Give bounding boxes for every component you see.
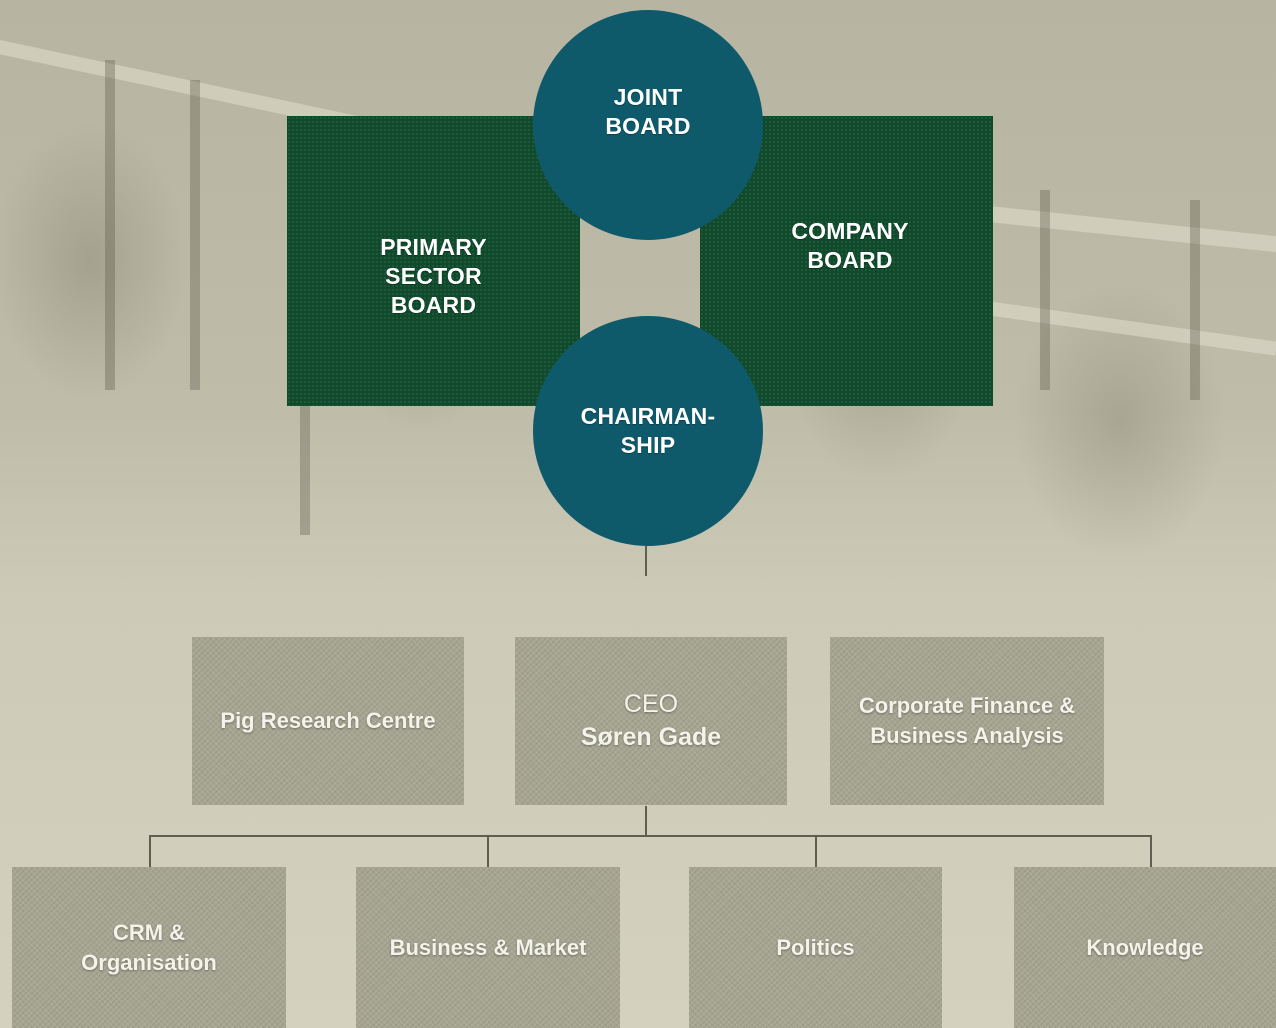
connector-line — [645, 806, 647, 836]
connector-line — [1150, 835, 1152, 867]
fence-post — [300, 395, 310, 535]
department-box: Business & Market — [356, 867, 620, 1028]
connector-line — [487, 835, 489, 867]
fence-post — [1190, 200, 1200, 400]
chairmanship-circle: CHAIRMAN- SHIP — [533, 316, 763, 546]
pig-research-centre-box: Pig Research Centre — [192, 637, 464, 805]
connector-line — [815, 835, 817, 867]
connector-line — [149, 835, 151, 867]
department-label: Business & Market — [389, 934, 587, 960]
connector-line — [149, 835, 1152, 837]
company-board-label: COMPANY BOARD — [791, 218, 909, 273]
corporate-finance-box: Corporate Finance & Business Analysis — [830, 637, 1104, 805]
department-label: Politics — [776, 934, 855, 960]
joint-board-label: JOINT BOARD — [605, 84, 691, 139]
ceo-name: Søren Gade — [580, 723, 722, 751]
department-label: Knowledge — [1086, 934, 1204, 960]
corporate-finance-label: Corporate Finance & Business Analysis — [858, 693, 1076, 748]
ceo-title: CEO — [623, 690, 679, 718]
primary-sector-board-box — [287, 116, 580, 406]
joint-board-circle: JOINT BOARD — [533, 10, 763, 240]
fence-rail — [978, 300, 1276, 356]
company-board-label-wrap: COMPANY BOARD — [700, 116, 1000, 406]
fence-post — [1040, 190, 1050, 390]
department-box: Knowledge — [1014, 867, 1276, 1028]
ceo-box: CEO Søren Gade — [515, 637, 787, 805]
fence-post — [105, 60, 115, 390]
department-box: Politics — [689, 867, 942, 1028]
primary-sector-board-label-wrap: PRIMARY SECTOR BOARD — [287, 116, 580, 436]
department-label: CRM & Organisation — [81, 919, 217, 975]
connector-line — [645, 546, 647, 576]
fence-rail — [978, 205, 1276, 253]
chairmanship-label: CHAIRMAN- SHIP — [580, 403, 716, 458]
primary-sector-board-label: PRIMARY SECTOR BOARD — [380, 233, 487, 318]
pig-research-centre-label: Pig Research Centre — [220, 708, 436, 733]
department-box: CRM & Organisation — [12, 867, 286, 1028]
fence-post — [190, 80, 200, 390]
